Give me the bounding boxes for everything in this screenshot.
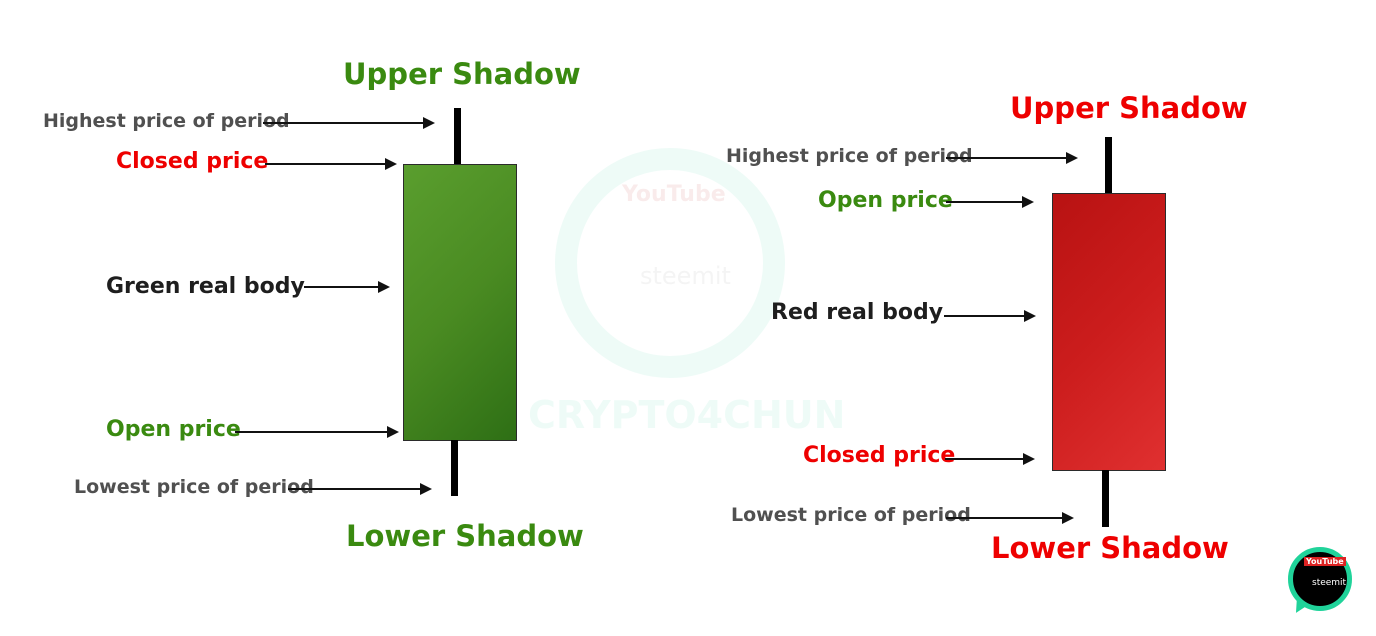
green-candle-body bbox=[403, 164, 517, 441]
arrow-icon bbox=[944, 310, 1036, 322]
arrow-icon bbox=[235, 426, 399, 438]
watermark-steemit: steemit bbox=[640, 262, 731, 290]
lower-wick bbox=[1102, 470, 1109, 527]
watermark-brand: CRYPTO4CHUN bbox=[528, 393, 846, 437]
arrow-icon bbox=[265, 158, 397, 170]
upper-wick bbox=[454, 108, 461, 166]
arrow-icon bbox=[945, 453, 1035, 465]
upper-shadow-title: Upper Shadow bbox=[1010, 91, 1248, 125]
arrow-icon bbox=[304, 281, 390, 293]
arrow-icon bbox=[946, 196, 1034, 208]
arrow-icon bbox=[946, 512, 1074, 524]
logo-steemit: steemit bbox=[1312, 578, 1347, 588]
open-price-label: Open price bbox=[818, 188, 953, 213]
closed-price-label: Closed price bbox=[803, 443, 956, 468]
upper-shadow-title: Upper Shadow bbox=[343, 57, 581, 91]
watermark-youtube: YouTube bbox=[622, 182, 726, 207]
highest-price-label: Highest price of period bbox=[726, 145, 973, 167]
lower-shadow-title: Lower Shadow bbox=[991, 531, 1229, 565]
lower-shadow-title: Lower Shadow bbox=[346, 519, 584, 553]
body-label: Green real body bbox=[106, 274, 305, 299]
red-candle-body bbox=[1052, 193, 1166, 471]
arrow-icon bbox=[263, 117, 435, 129]
closed-price-label: Closed price bbox=[116, 149, 269, 174]
highest-price-label: Highest price of period bbox=[43, 110, 290, 132]
arrow-icon bbox=[946, 152, 1078, 164]
open-price-label: Open price bbox=[106, 417, 241, 442]
body-label: Red real body bbox=[771, 300, 944, 325]
lower-wick bbox=[451, 440, 458, 496]
lowest-price-label: Lowest price of period bbox=[74, 476, 314, 498]
lowest-price-label: Lowest price of period bbox=[731, 504, 971, 526]
arrow-icon bbox=[288, 483, 432, 495]
logo-youtube: YouTube bbox=[1304, 557, 1346, 566]
upper-wick bbox=[1105, 137, 1112, 195]
